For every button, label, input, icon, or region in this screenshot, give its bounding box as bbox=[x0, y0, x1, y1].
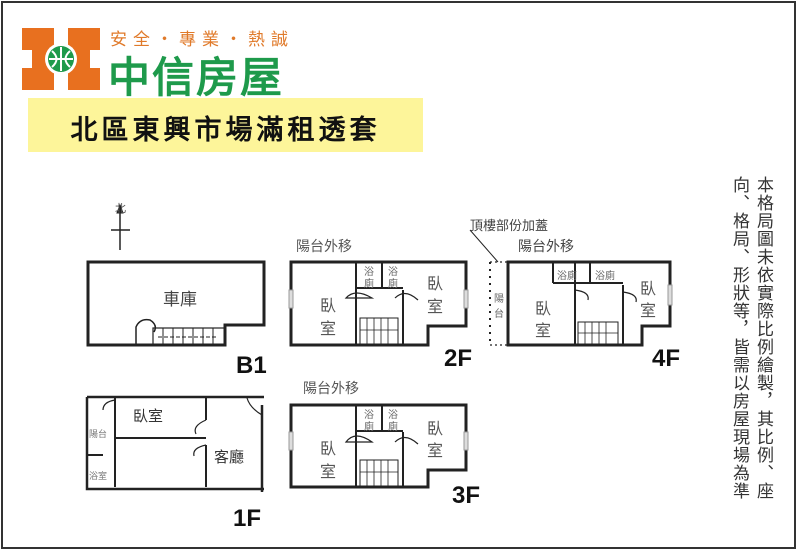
4f-balcony-1: 陽 bbox=[494, 294, 504, 305]
3f-annotation: 陽台外移 bbox=[303, 381, 359, 397]
3f-wc-2: 廁 bbox=[364, 422, 374, 433]
plan-2f bbox=[289, 260, 468, 347]
1f-bedroom-label: 臥室 bbox=[133, 407, 164, 425]
2f-bedroom-right-2: 室 bbox=[427, 297, 444, 316]
3f-wc-1: 浴 bbox=[364, 410, 374, 421]
2f-bath-2: 廁 bbox=[388, 279, 398, 290]
plan-4f bbox=[469, 229, 672, 347]
3f-floor-label: 3F bbox=[452, 482, 481, 509]
1f-balcony-label: 陽台 bbox=[89, 430, 108, 440]
brand-name: 中信房屋 bbox=[108, 53, 285, 102]
plan-3f bbox=[289, 403, 468, 489]
4f-bedroom-right-2: 室 bbox=[640, 301, 657, 320]
3f-bath-2: 廁 bbox=[388, 422, 398, 433]
plan-1f bbox=[85, 395, 264, 492]
1f-floor-label: 1F bbox=[233, 505, 262, 532]
plan-b1 bbox=[86, 260, 266, 347]
2f-bedroom-left-1: 臥 bbox=[320, 296, 337, 315]
2f-wc-1: 浴 bbox=[364, 267, 374, 278]
2f-bath-1: 浴 bbox=[388, 267, 398, 278]
4f-balcony-2: 台 bbox=[494, 309, 504, 320]
4f-bath: 浴廁 bbox=[595, 271, 615, 282]
2f-wc-2: 廁 bbox=[364, 279, 374, 290]
4f-annotation: 陽台外移 bbox=[518, 239, 574, 255]
compass-icon bbox=[111, 203, 130, 250]
2f-floor-label: 2F bbox=[444, 345, 473, 372]
4f-bedroom-left-2: 室 bbox=[535, 321, 552, 340]
b1-floor-label: B1 bbox=[236, 352, 267, 379]
disclaimer-line-1: 本格局圖未依實際比例繪製，其比例、座 bbox=[753, 176, 773, 500]
4f-floor-label: 4F bbox=[652, 345, 681, 372]
3f-bath-1: 浴 bbox=[388, 410, 398, 421]
title-banner: 北區東興市場滿租透套 bbox=[28, 98, 423, 152]
1f-bath-label: 浴室 bbox=[89, 472, 108, 482]
4f-bedroom-right-1: 臥 bbox=[640, 279, 657, 298]
3f-bedroom-right-2: 室 bbox=[427, 441, 444, 460]
4f-wc: 浴廁 bbox=[557, 271, 577, 282]
3f-bedroom-left-2: 室 bbox=[320, 462, 337, 481]
compass-north-label: 北 bbox=[115, 202, 126, 215]
4f-top-note: 頂樓部份加蓋 bbox=[470, 219, 549, 234]
3f-bedroom-left-1: 臥 bbox=[320, 439, 337, 458]
4f-bedroom-left-1: 臥 bbox=[535, 299, 552, 318]
2f-bedroom-right-1: 臥 bbox=[427, 274, 444, 293]
1f-living-label: 客廳 bbox=[214, 448, 245, 466]
brand-slogan: 安全・專業・熱誠 bbox=[110, 30, 294, 50]
page-title: 北區東興市場滿租透套 bbox=[70, 115, 381, 146]
logo-icon bbox=[22, 28, 100, 90]
2f-bedroom-left-2: 室 bbox=[320, 319, 337, 338]
b1-garage-label: 車庫 bbox=[163, 290, 197, 310]
disclaimer-line-2: 向、格局、形狀等，皆需以房屋現場為準 bbox=[729, 176, 749, 500]
3f-bedroom-right-1: 臥 bbox=[427, 419, 444, 438]
2f-annotation: 陽台外移 bbox=[296, 239, 352, 255]
